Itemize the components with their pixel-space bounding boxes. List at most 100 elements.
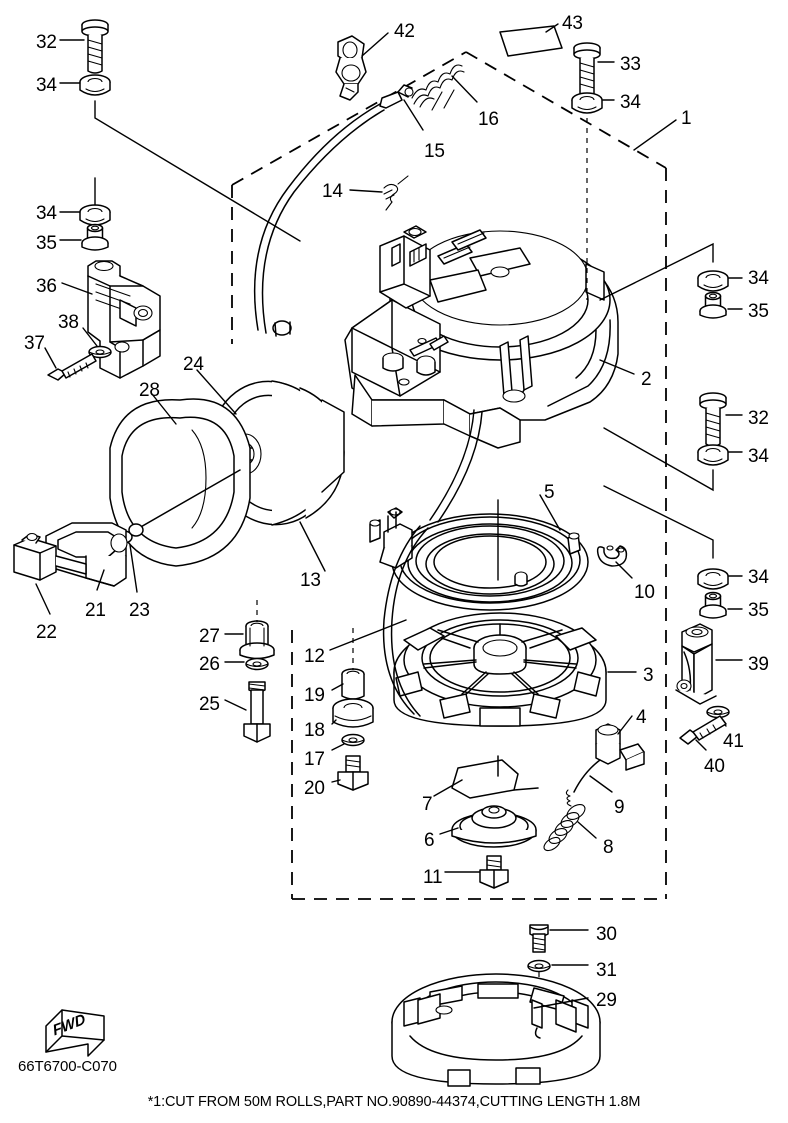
callout-12: 12 <box>304 646 325 667</box>
callout-4: 4 <box>636 707 647 728</box>
fwd-label: FWD <box>51 1010 88 1040</box>
part-17-washer <box>331 733 365 751</box>
callout-41: 41 <box>723 731 744 752</box>
part-39-bracket <box>675 623 743 705</box>
callout-8: 8 <box>603 837 614 858</box>
callout-21: 21 <box>85 600 106 621</box>
callout-15: 15 <box>424 141 445 162</box>
callout-39: 39 <box>748 654 769 675</box>
callout-5: 5 <box>544 482 555 503</box>
callout-38: 38 <box>58 312 79 333</box>
part-26-washer <box>224 657 269 671</box>
part-34-grommet-c <box>571 92 615 300</box>
part-35-bushing-a <box>59 223 109 251</box>
callout-24: 24 <box>183 354 204 375</box>
part-19-collar <box>331 628 365 700</box>
callout-20: 20 <box>304 778 325 799</box>
leader-1 <box>633 119 677 151</box>
callout-11: 11 <box>423 867 443 888</box>
callout-35-b: 35 <box>748 301 769 322</box>
callout-42: 42 <box>394 21 415 42</box>
part-35-bushing-b <box>699 291 743 319</box>
part-20-bolt <box>331 755 369 791</box>
callout-14: 14 <box>322 181 343 202</box>
callout-36: 36 <box>36 276 57 297</box>
callout-17: 17 <box>304 749 325 770</box>
part-38-washer <box>82 327 112 359</box>
callout-6: 6 <box>424 830 435 851</box>
callout-34-f: 34 <box>748 567 769 588</box>
part-35-bushing-c <box>699 591 743 619</box>
callout-27: 27 <box>199 626 220 647</box>
fwd-arrow-icon <box>45 1009 105 1057</box>
callout-19: 19 <box>304 685 325 706</box>
part-3-sheave-drum <box>393 612 637 727</box>
callout-43: 43 <box>562 13 583 34</box>
part-34-grommet-f <box>603 485 743 590</box>
part-9-spring-hook <box>565 759 613 807</box>
part-14-spring-clip <box>349 175 409 211</box>
part-27-collar <box>224 600 275 660</box>
callout-9: 9 <box>614 797 625 818</box>
callout-40: 40 <box>704 756 725 777</box>
part-8-spring <box>543 803 597 852</box>
part-34-grommet-a <box>59 74 301 242</box>
callout-25: 25 <box>199 694 220 715</box>
callout-33: 33 <box>620 54 641 75</box>
part-25-bolt <box>224 681 271 743</box>
part-34-grommet-e <box>603 427 743 492</box>
callout-32-b: 32 <box>748 408 769 429</box>
callout-1: 1 <box>681 108 692 129</box>
fwd-marker: FWD <box>30 1006 114 1062</box>
part-37-bolt <box>44 347 97 381</box>
part-16-cable-spring <box>411 64 478 111</box>
part-13-cable-bracket <box>369 409 483 717</box>
part-22-rope-knob <box>13 532 87 615</box>
callout-28: 28 <box>139 380 160 401</box>
part-11-bolt <box>444 855 509 889</box>
callout-35-c: 35 <box>748 600 769 621</box>
part-18-damper <box>331 698 374 728</box>
part-30-bolt <box>529 924 589 953</box>
callout-34-a: 34 <box>36 75 57 96</box>
callout-22: 22 <box>36 622 57 643</box>
callout-29: 29 <box>596 990 617 1011</box>
callout-13: 13 <box>300 570 321 591</box>
part-32-bolt <box>59 19 109 74</box>
part-2-starter-housing <box>344 225 635 449</box>
part-34-grommet-d <box>599 242 743 301</box>
callout-3: 3 <box>643 665 654 686</box>
part-34-grommet-b <box>59 177 111 226</box>
assembly-boundary-1 <box>231 51 667 900</box>
callout-34-e: 34 <box>748 446 769 467</box>
callout-31: 31 <box>596 960 617 981</box>
footnote-text: *1:CUT FROM 50M ROLLS,PART NO.90890-4437… <box>147 1094 641 1110</box>
callout-23: 23 <box>129 600 150 621</box>
callout-16: 16 <box>478 109 499 130</box>
part-10-circlip <box>596 545 633 579</box>
callout-7: 7 <box>422 794 433 815</box>
callout-34-d: 34 <box>748 268 769 289</box>
callout-35-a: 35 <box>36 233 57 254</box>
part-42-cable-clamp <box>335 32 389 101</box>
part-4-drive-pawl <box>595 715 645 771</box>
part-5-recoil-spring <box>391 494 589 611</box>
callout-32-a: 32 <box>36 32 57 53</box>
part-32-bolt-b <box>699 392 743 447</box>
part-13-starter-cable <box>253 103 385 572</box>
part-43-label-plate <box>499 23 563 57</box>
part-7-gasket <box>433 755 539 799</box>
part-15-cable-adjuster <box>379 84 424 131</box>
callout-34-c: 34 <box>36 203 57 224</box>
callout-34-b: 34 <box>620 92 641 113</box>
callout-26: 26 <box>199 654 220 675</box>
callout-10: 10 <box>634 582 655 603</box>
part-29-starter-cup <box>391 973 601 1087</box>
part-40-bolt <box>679 715 727 751</box>
callout-30: 30 <box>596 924 617 945</box>
callout-37: 37 <box>24 333 45 354</box>
part-6-drive-plate <box>439 805 537 848</box>
callout-2: 2 <box>641 369 652 390</box>
